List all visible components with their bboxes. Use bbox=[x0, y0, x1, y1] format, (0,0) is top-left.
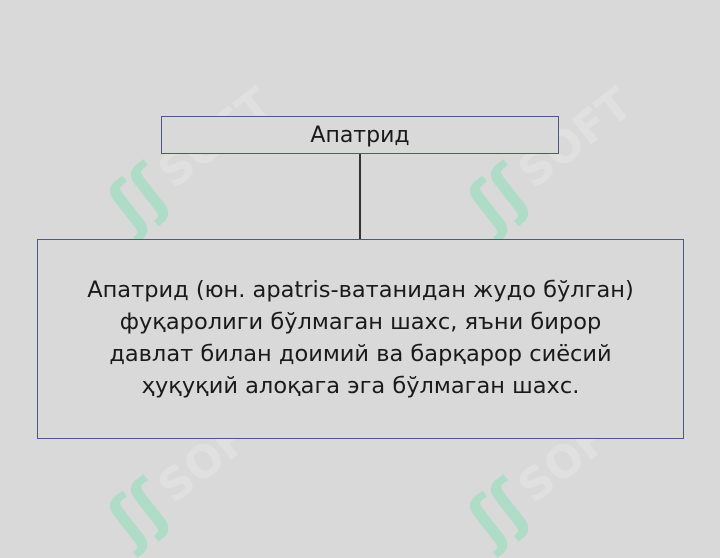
watermark-logo: ʃʃSOFT bbox=[95, 69, 289, 243]
watermark-logo: ʃʃSOFT bbox=[455, 69, 649, 243]
definition-text: Апатрид (юн. apatris-ватанидан жудо бўлг… bbox=[38, 274, 683, 402]
definition-line-4: ҳуқуқий алоқага эга бўлмаган шахс. bbox=[141, 373, 580, 399]
watermark-glyph: ʃʃ bbox=[455, 467, 543, 558]
definition-line-1: Апатрид (юн. apatris-ватанидан жудо бўлг… bbox=[87, 277, 634, 303]
definition-box: Апатрид (юн. apatris-ватанидан жудо бўлг… bbox=[37, 239, 684, 439]
watermark-glyph: ʃʃ bbox=[455, 152, 543, 244]
title-box: Апатрид bbox=[161, 116, 559, 154]
connector-line bbox=[359, 154, 361, 239]
watermark-glyph: ʃʃ bbox=[95, 152, 183, 244]
definition-line-3: давлат билан доимий ва барқарор сиёсий bbox=[109, 341, 612, 367]
watermark-glyph: ʃʃ bbox=[95, 467, 183, 558]
title-label: Апатрид bbox=[310, 122, 410, 148]
definition-line-2: фуқаролиги бўлмаган шахс, яъни бирор bbox=[119, 309, 602, 335]
